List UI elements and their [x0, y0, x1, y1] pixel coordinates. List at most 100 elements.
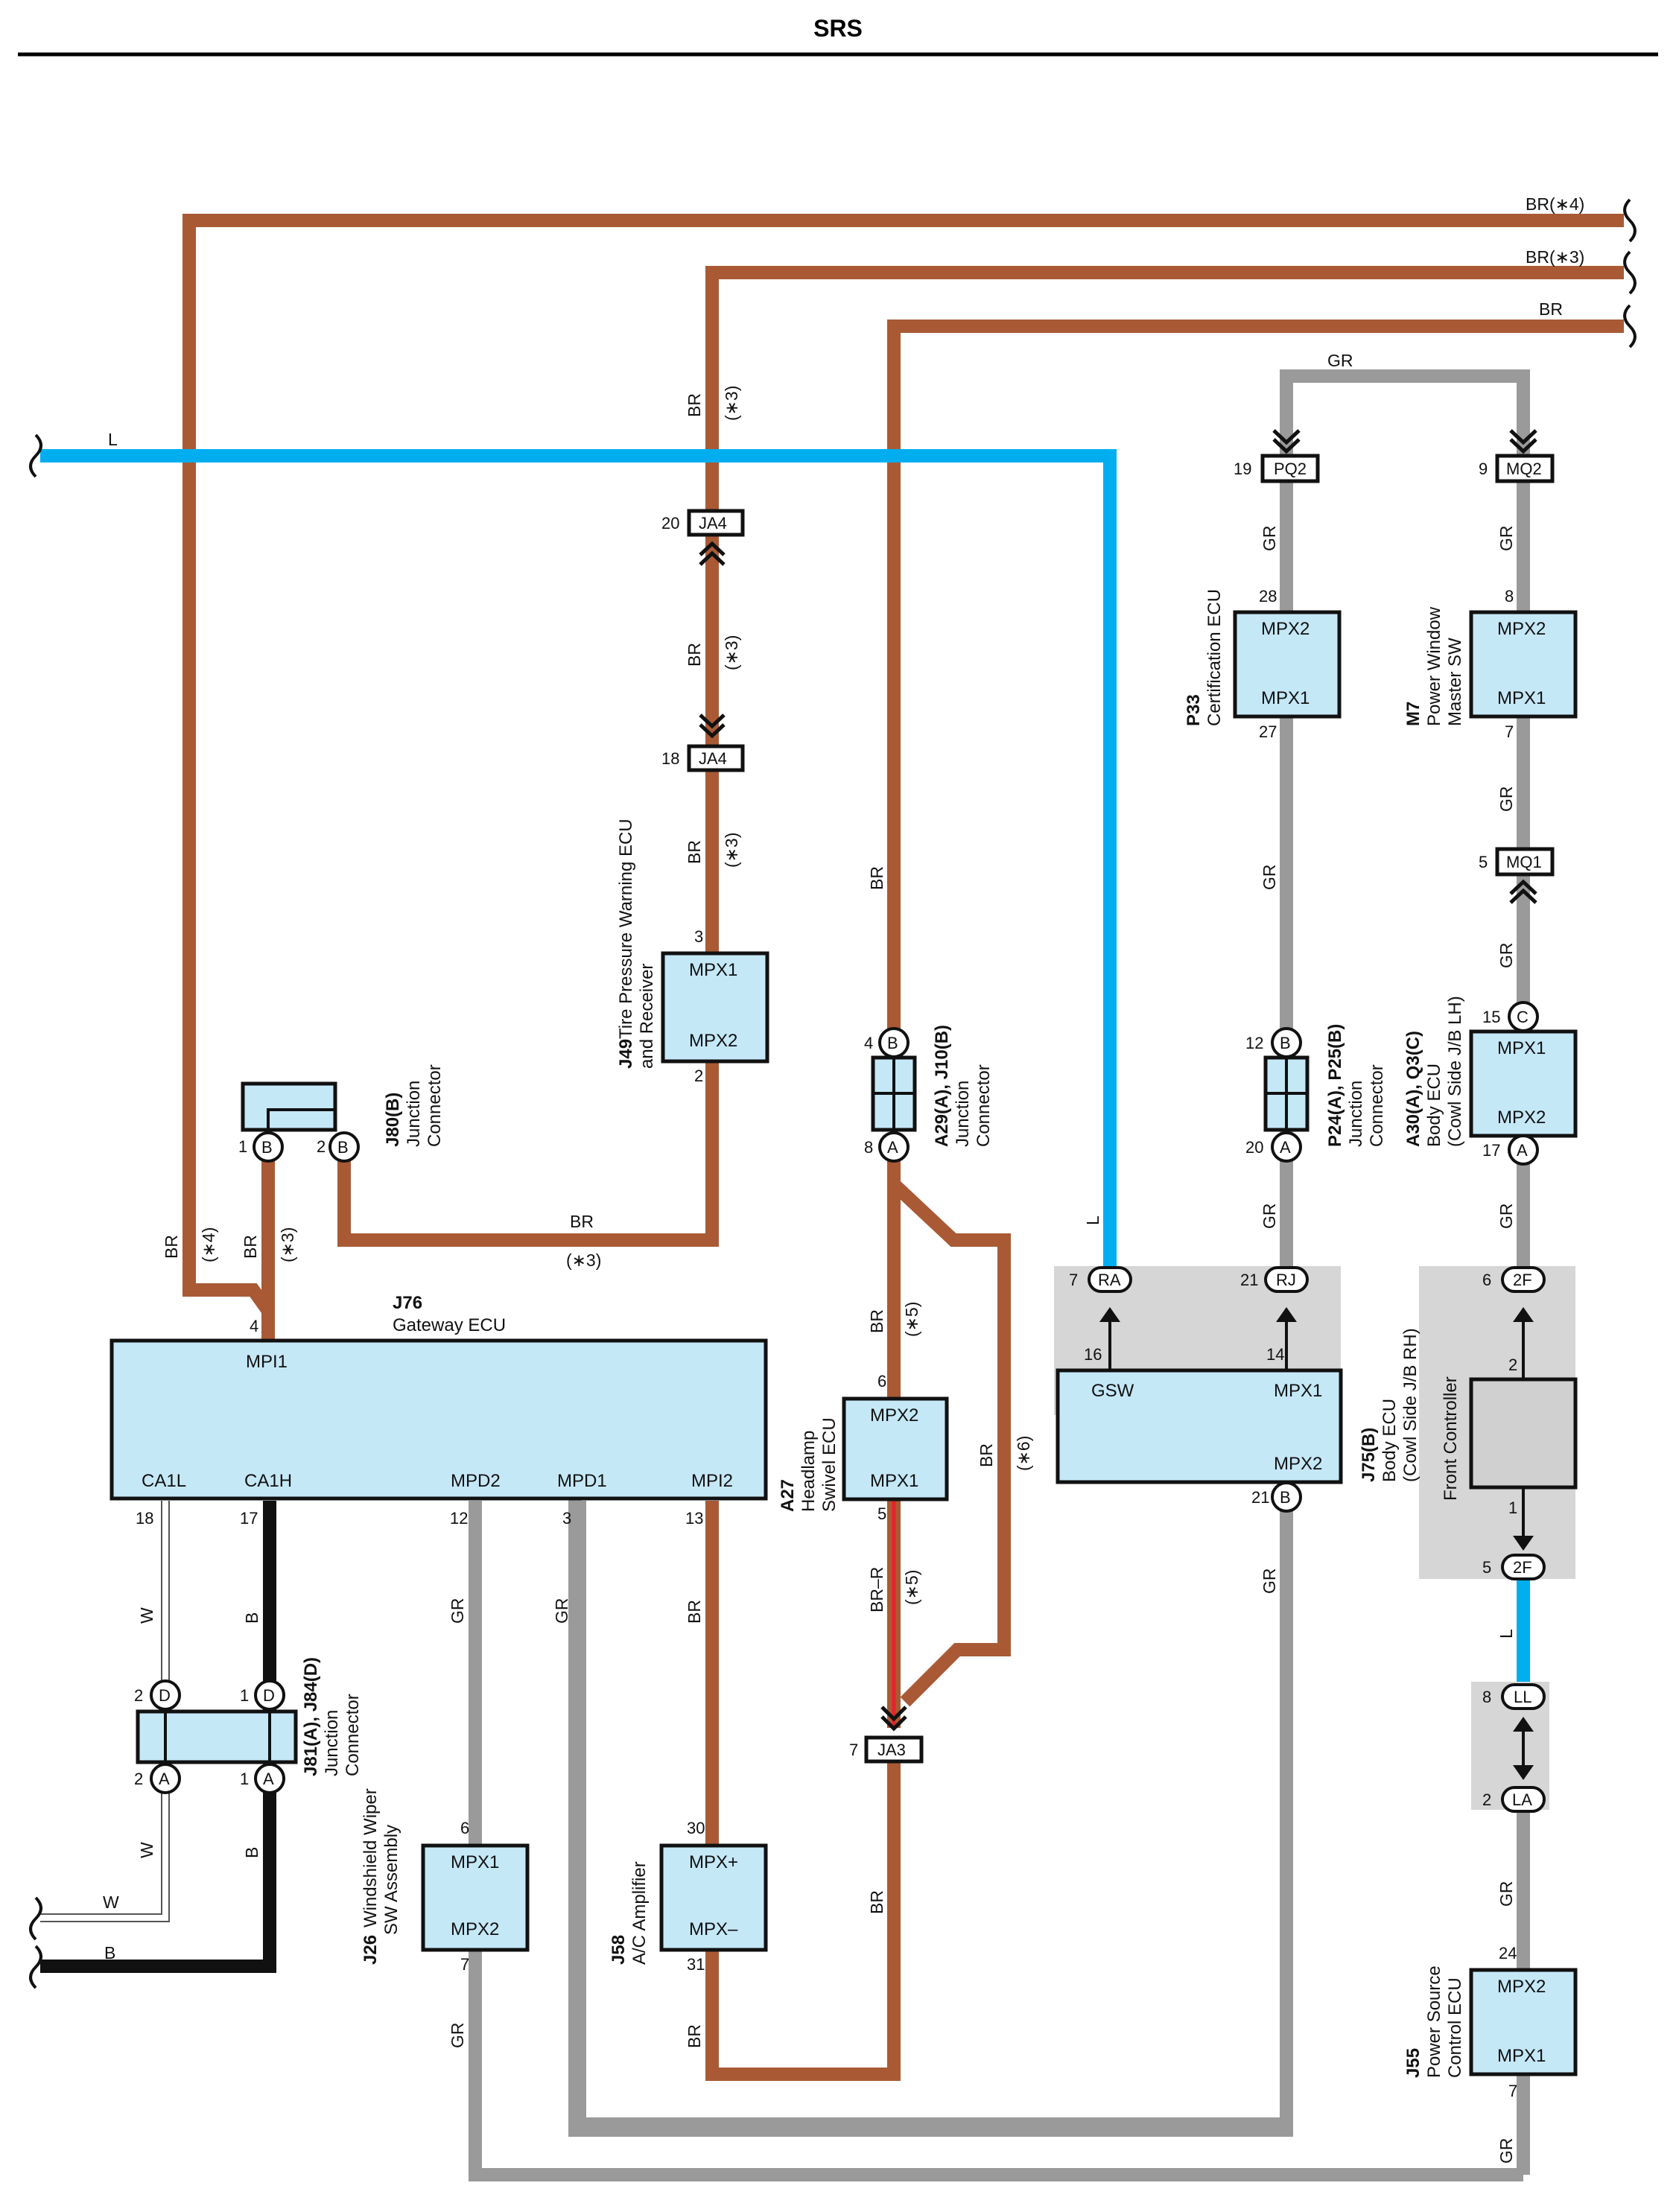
svg-text:(∗4): (∗4) [199, 1227, 218, 1262]
svg-text:Power Source: Power Source [1424, 1965, 1444, 2078]
svg-text:RA: RA [1098, 1271, 1121, 1289]
ra-connector: RA 7 [1069, 1266, 1132, 1370]
svg-text:BR: BR [867, 866, 886, 890]
svg-text:A/C Amplifier: A/C Amplifier [629, 1861, 650, 1965]
wire-br-main [887, 320, 1624, 1035]
page-title: SRS [813, 15, 863, 42]
svg-text:A: A [887, 1138, 898, 1157]
ja4-connector-bottom: JA4 18 [661, 714, 745, 772]
svg-text:Connector: Connector [425, 1064, 445, 1147]
svg-text:A: A [159, 1770, 170, 1788]
ja4-connector-top: JA4 20 [661, 509, 745, 566]
svg-text:B: B [242, 1612, 261, 1624]
svg-text:18: 18 [661, 749, 679, 768]
svg-text:MPX1: MPX1 [1497, 688, 1546, 708]
mq2-connector: MQ2 9 [1479, 429, 1555, 483]
svg-text:3: 3 [694, 927, 703, 946]
svg-text:MPX1: MPX1 [1261, 688, 1310, 708]
svg-text:GR: GR [1260, 1569, 1279, 1595]
j76-id: J76 [393, 1293, 422, 1313]
svg-text:JA3: JA3 [877, 1741, 906, 1759]
svg-text:BR: BR [241, 1235, 260, 1259]
wire-end-marks [29, 198, 1637, 1989]
svg-text:9: 9 [1479, 460, 1488, 478]
svg-text:MPD2: MPD2 [451, 1471, 501, 1491]
svg-text:2F: 2F [1513, 1271, 1532, 1289]
svg-text:BR: BR [685, 2024, 704, 2048]
svg-text:(∗3): (∗3) [278, 1227, 297, 1262]
j49-tire-pressure-ecu: MPX1 MPX2 3 2 J49 Tire Pressure Warning … [616, 819, 769, 1085]
a30-body-ecu-lh: MPX1 MPX2 C A 15 17 A30(A), Q3(C) Body E… [1403, 996, 1578, 1166]
svg-text:PQ2: PQ2 [1274, 460, 1307, 478]
front-controller: 2 1 Front Controller [1441, 1356, 1578, 1517]
svg-text:(∗3): (∗3) [722, 386, 741, 421]
svg-text:GR: GR [1260, 865, 1279, 891]
svg-text:LL: LL [1514, 1688, 1531, 1706]
j58-id: J58 [609, 1935, 629, 1965]
svg-text:B: B [242, 1847, 261, 1858]
svg-text:8: 8 [864, 1138, 873, 1157]
svg-text:Connector: Connector [343, 1694, 363, 1776]
svg-text:30: 30 [687, 1819, 705, 1837]
a27-id: A27 [778, 1479, 798, 1512]
svg-text:Power Window: Power Window [1424, 606, 1444, 726]
j49-id: J49 [616, 1039, 636, 1069]
svg-text:GR: GR [1496, 2138, 1516, 2164]
svg-text:L: L [1083, 1215, 1102, 1225]
svg-text:Connector: Connector [974, 1064, 994, 1147]
svg-text:Connector: Connector [1367, 1064, 1387, 1147]
svg-text:5: 5 [877, 1504, 886, 1523]
svg-text:4: 4 [864, 1034, 873, 1052]
svg-text:1: 1 [240, 1686, 249, 1705]
svg-text:MPX2: MPX2 [1274, 1454, 1322, 1474]
svg-text:Body ECU: Body ECU [1380, 1399, 1400, 1482]
c2f-connector-top: 2F 6 [1482, 1266, 1546, 1379]
svg-text:CA1L: CA1L [142, 1471, 186, 1491]
wire-br4 [182, 214, 1624, 1341]
svg-text:MPX2: MPX2 [1497, 1977, 1546, 1997]
svg-text:Master SW: Master SW [1445, 638, 1465, 726]
wire-br-ja3-down [705, 1501, 901, 2081]
j80-id: J80(B) [383, 1093, 403, 1147]
svg-text:Certification ECU: Certification ECU [1204, 589, 1225, 726]
j55-power-source-control-ecu: MPX2 MPX1 24 7 J55 Power Source Control … [1403, 1944, 1578, 2100]
svg-text:2: 2 [317, 1137, 326, 1156]
svg-text:(Cowl Side J/B LH): (Cowl Side J/B LH) [1445, 996, 1465, 1147]
svg-text:GR: GR [1496, 1881, 1516, 1907]
svg-text:13: 13 [685, 1509, 703, 1528]
svg-text:BR(∗3): BR(∗3) [1526, 247, 1584, 267]
svg-text:MPX1: MPX1 [1274, 1381, 1322, 1401]
svg-text:BR–R: BR–R [867, 1567, 886, 1612]
svg-text:Junction: Junction [1346, 1081, 1366, 1147]
svg-text:B: B [337, 1138, 349, 1157]
svg-text:Swivel ECU: Swivel ECU [819, 1417, 839, 1512]
p33-certification-ecu: MPX2 MPX1 28 27 P33 Certification ECU [1184, 587, 1342, 741]
svg-text:Windshield Wiper: Windshield Wiper [361, 1788, 381, 1927]
svg-text:(Cowl Side J/B RH): (Cowl Side J/B RH) [1400, 1328, 1421, 1482]
svg-text:2: 2 [1482, 1790, 1491, 1809]
svg-text:C: C [1517, 1008, 1529, 1026]
svg-text:7: 7 [1508, 2082, 1517, 2100]
svg-text:MPD1: MPD1 [557, 1471, 607, 1491]
svg-text:(∗3): (∗3) [722, 635, 741, 670]
svg-text:B: B [1280, 1488, 1291, 1507]
wire-gr-top-loop [1280, 369, 1530, 447]
svg-text:2: 2 [694, 1067, 703, 1085]
svg-text:MPX1: MPX1 [1497, 2046, 1546, 2066]
svg-text:2: 2 [1508, 1356, 1517, 1374]
svg-text:7: 7 [849, 1741, 858, 1759]
m7-id: M7 [1403, 702, 1423, 726]
j81-junction-connector: D D A A 2 1 2 1 J81(A), J84(D) Junction … [134, 1657, 363, 1794]
svg-text:16: 16 [1084, 1345, 1102, 1364]
svg-text:21: 21 [1251, 1488, 1269, 1507]
svg-text:(∗5): (∗5) [902, 1570, 921, 1605]
svg-text:B: B [887, 1034, 898, 1052]
svg-text:B: B [1280, 1034, 1291, 1052]
svg-text:BR: BR [685, 840, 704, 864]
svg-text:18: 18 [136, 1509, 153, 1528]
svg-text:GR: GR [1496, 786, 1516, 813]
j75-body-ecu-rh: GSW MPX1 MPX2 16 14 B 21 J75(B) Body ECU… [1056, 1328, 1421, 1513]
svg-text:7: 7 [1505, 722, 1514, 741]
svg-text:Tire Pressure Warning ECU: Tire Pressure Warning ECU [616, 819, 636, 1039]
